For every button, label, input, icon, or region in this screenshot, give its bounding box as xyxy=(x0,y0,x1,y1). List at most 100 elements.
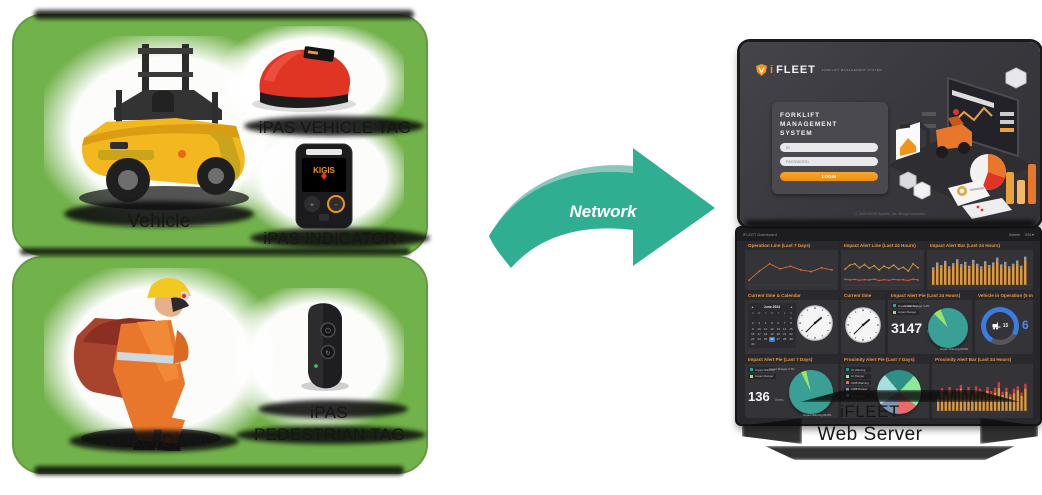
network-label: Network xyxy=(569,202,637,221)
panel-title: Operation Line (Last 7 Days) xyxy=(745,242,838,250)
legend-label: UWB Warning xyxy=(851,380,869,385)
pedestrian-tag-label-line2: PEDESTRIAN TAG xyxy=(254,425,405,444)
cube-icons xyxy=(899,67,1027,200)
calendar-day[interactable]: 3 xyxy=(758,321,760,326)
calendar-day[interactable]: 18 xyxy=(763,331,768,336)
document-icon xyxy=(948,180,1012,219)
panel-impact-pie-24h: Impact Alert Pie (Last 24 Hours) Impact … xyxy=(888,292,972,354)
calendar-day[interactable]: 4 xyxy=(764,321,767,326)
panel-proximity-bar: Proximity Alert Bar (Last 24 Hours) xyxy=(932,356,1033,418)
legend-label: UWB Danger xyxy=(851,387,868,391)
calendar-month-label: June 2024 xyxy=(763,305,781,309)
pie-label-warning: Impact Warning 93.8% xyxy=(940,347,969,351)
impact-pie-24h xyxy=(928,308,968,348)
brand-name: FLEET xyxy=(776,64,816,76)
legend-label: Impact Warning xyxy=(755,367,775,372)
calendar-day[interactable]: 1 xyxy=(790,316,792,321)
vehicle-tag-image xyxy=(252,46,356,112)
dashboard-screen: iFLEET Dashboard Admin EN ▾ Operation Li… xyxy=(737,228,1040,424)
login-button[interactable]: LOGIN xyxy=(780,172,878,182)
calendar-next-icon[interactable]: ► xyxy=(790,305,793,309)
calendar-day[interactable]: 6 xyxy=(777,321,780,326)
legend-swatch xyxy=(893,310,896,314)
pedestrian-group-box: Worker/Driver ⏻ ↻ iPAS PEDESTRIAN TAG xyxy=(12,256,428,475)
calendar-day[interactable]: 15 xyxy=(789,326,793,331)
rfid-card-icon xyxy=(896,122,920,160)
panel-impact-pie-7d: Impact Alert Pie (Last 7 Days) Impact Wa… xyxy=(745,356,838,418)
calendar-day[interactable]: 30 xyxy=(751,342,755,347)
server-caption-line1: iFLEET xyxy=(840,402,900,421)
calendar-day[interactable]: 17 xyxy=(757,331,761,336)
vehicle-tag-label: iPAS VEHICLE TAG xyxy=(258,119,412,137)
dashboard-language-select[interactable]: EN ▾ xyxy=(1025,232,1034,237)
legend-item: Impact Danger xyxy=(748,373,777,379)
vehicle-gauge-center: 15 xyxy=(986,312,1014,340)
calendar-day[interactable]: 10 xyxy=(757,326,761,331)
calendar-day[interactable]: 13 xyxy=(776,326,780,331)
calendar-day[interactable]: 14 xyxy=(782,326,787,331)
impact-line-chart xyxy=(844,262,920,286)
calendar-day[interactable]: 8 xyxy=(790,321,792,326)
id-input[interactable]: ID xyxy=(780,143,878,153)
artifact-strip-mid xyxy=(20,248,410,255)
calendar-day[interactable]: 9 xyxy=(751,326,754,331)
legend-swatch xyxy=(846,368,849,371)
calendar-day[interactable]: 19 xyxy=(770,331,774,336)
calendar-day[interactable]: 7 xyxy=(783,321,786,326)
pie-label-danger: Impact Danger 6.2% xyxy=(904,304,930,308)
artifact-strip-top xyxy=(34,10,414,19)
calendar-day[interactable]: 12 xyxy=(770,326,774,331)
calendar-day[interactable]: 27 xyxy=(776,336,780,341)
pie-label-warning: Impact Warning 96.3% xyxy=(803,413,832,417)
svg-text:↻: ↻ xyxy=(325,350,331,357)
legend-item: Impact Danger xyxy=(891,309,920,315)
ptag-label-shadow-2 xyxy=(236,426,426,444)
calendar-day[interactable]: 28 xyxy=(782,336,787,341)
calendar-day[interactable]: 20 xyxy=(776,331,780,336)
legend-item: Impact Warning xyxy=(891,303,920,308)
artifact-strip-bottom xyxy=(34,466,404,475)
calendar-day[interactable]: 23 xyxy=(751,336,755,341)
password-input[interactable]: PASSWORD xyxy=(780,157,878,167)
panel-title: Impact Alert Pie (Last 24 Hours) xyxy=(888,292,972,300)
dashboard-header: iFLEET Dashboard Admin EN ▾ xyxy=(737,228,1040,241)
ptag-label-shadow-1 xyxy=(258,400,408,418)
calendar-day[interactable]: 24 xyxy=(757,336,761,341)
forklift-icon xyxy=(992,322,1001,330)
brand-tagline: FORKLIFT MANAGEMENT SYSTEM xyxy=(821,68,883,72)
calendar-day[interactable]: 21 xyxy=(782,331,787,336)
impact-bar-chart xyxy=(931,256,1029,286)
panel-title: Impact Alert Bar (Last 24 Hours) xyxy=(927,242,1033,250)
calendar-day[interactable]: 22 xyxy=(789,331,793,336)
panel-vehicle-gauge: Vehicle in Operation (5 min) 15 6 xyxy=(975,292,1033,354)
panel-operation-line: Operation Line (Last 7 Days) xyxy=(745,242,838,290)
server-caption-line2: Web Server xyxy=(817,424,923,445)
calendar-day[interactable]: 11 xyxy=(763,326,768,331)
calendar-day[interactable]: 25 xyxy=(763,336,768,341)
calendar-prev-icon[interactable]: ◄ xyxy=(751,305,754,309)
svg-text:✛: ✛ xyxy=(310,203,314,209)
gauge-inner-value: 15 xyxy=(1002,323,1009,329)
calendar-day[interactable]: 29 xyxy=(789,336,793,341)
pedestrian-tag-image: ⏻ ↻ xyxy=(301,303,349,391)
legend-label: LF Warning xyxy=(851,367,866,372)
worker-image xyxy=(73,277,221,451)
calendar-day[interactable]: 2 xyxy=(751,321,754,326)
calendar-day[interactable]: 16 xyxy=(751,331,755,336)
dashboard-user[interactable]: Admin xyxy=(1008,232,1021,237)
screen-bezel xyxy=(745,220,1035,227)
legend-swatch xyxy=(846,381,849,384)
indicator-label: iPAS INDICATOR+ xyxy=(263,230,407,248)
mini-forklift-icon xyxy=(916,108,972,158)
calendar-day[interactable]: 5 xyxy=(771,321,773,326)
calendar-day[interactable]: 26 xyxy=(769,336,775,342)
vehicle-tag-label-shadow xyxy=(244,116,424,136)
panel-title: Proximity Alert Pie (Last 7 Days) xyxy=(841,356,929,364)
legend-swatch xyxy=(846,387,849,391)
panel-title: Vehicle in Operation (5 min) xyxy=(975,292,1033,300)
legend-swatch xyxy=(893,304,896,307)
